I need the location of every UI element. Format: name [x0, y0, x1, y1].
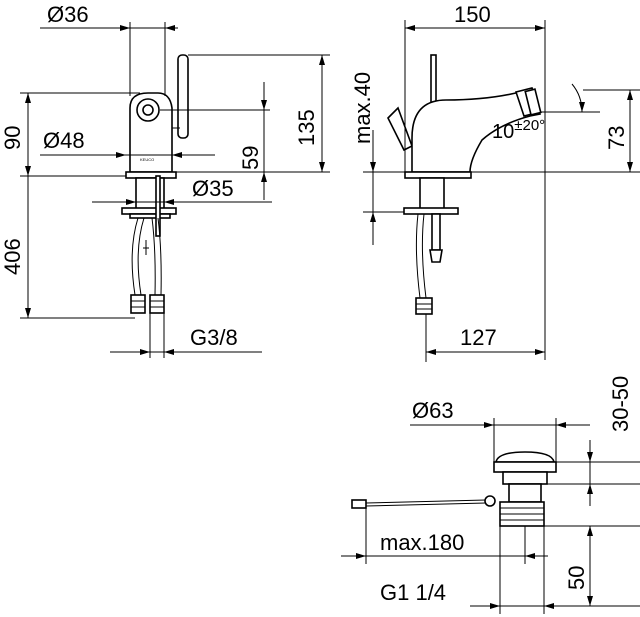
- dim-w127: 127: [460, 325, 497, 350]
- waste-plug-cap: [495, 451, 555, 463]
- dim-max40: max.40: [350, 72, 375, 144]
- dim-d36: Ø36: [47, 2, 89, 27]
- dim-max180: max.180: [380, 530, 464, 555]
- side-view: [387, 54, 542, 315]
- dim-h406: 406: [0, 238, 25, 275]
- dim-h59: 59: [238, 146, 263, 170]
- supply-hose-left: [131, 217, 139, 296]
- waste-flange: [493, 461, 557, 473]
- waste-dimensions: Ø63 30-50 max.180 50 G1 1/4: [341, 376, 640, 614]
- waste-body: [502, 471, 548, 485]
- dim-g114: G1 1/4: [380, 580, 446, 605]
- dim-w150: 150: [454, 2, 491, 27]
- dim-h50: 50: [564, 566, 589, 590]
- mounting-plate-front: [121, 207, 177, 215]
- front-view: KEUCO: [121, 54, 189, 314]
- hose-nut-side: [415, 297, 433, 315]
- mounting-plate-side: [403, 207, 459, 215]
- lever-handle-front: [177, 54, 189, 139]
- waste-view: [351, 451, 557, 527]
- dim-r3050: 30-50: [608, 376, 633, 432]
- dim-h73: 73: [604, 126, 629, 150]
- dim-h135: 135: [294, 109, 319, 146]
- supply-hose-right: [151, 217, 156, 296]
- side-dimensions: 150 max.40 10±20° 73 127: [350, 2, 640, 362]
- dim-d63: Ø63: [412, 398, 454, 423]
- brand-label: KEUCO: [140, 157, 154, 162]
- hose-nut-right: [149, 294, 165, 314]
- dim-d35: Ø35: [192, 176, 234, 201]
- hose-nut-left: [130, 294, 146, 314]
- front-dimensions: Ø36 Ø48 Ø35 90 406 59 135: [0, 2, 330, 358]
- dim-h90: 90: [0, 126, 25, 150]
- dim-g38: G3/8: [190, 325, 238, 350]
- pull-rod: [351, 499, 367, 509]
- dim-angle: 10±20°: [492, 117, 545, 143]
- dim-d48: Ø48: [43, 128, 85, 153]
